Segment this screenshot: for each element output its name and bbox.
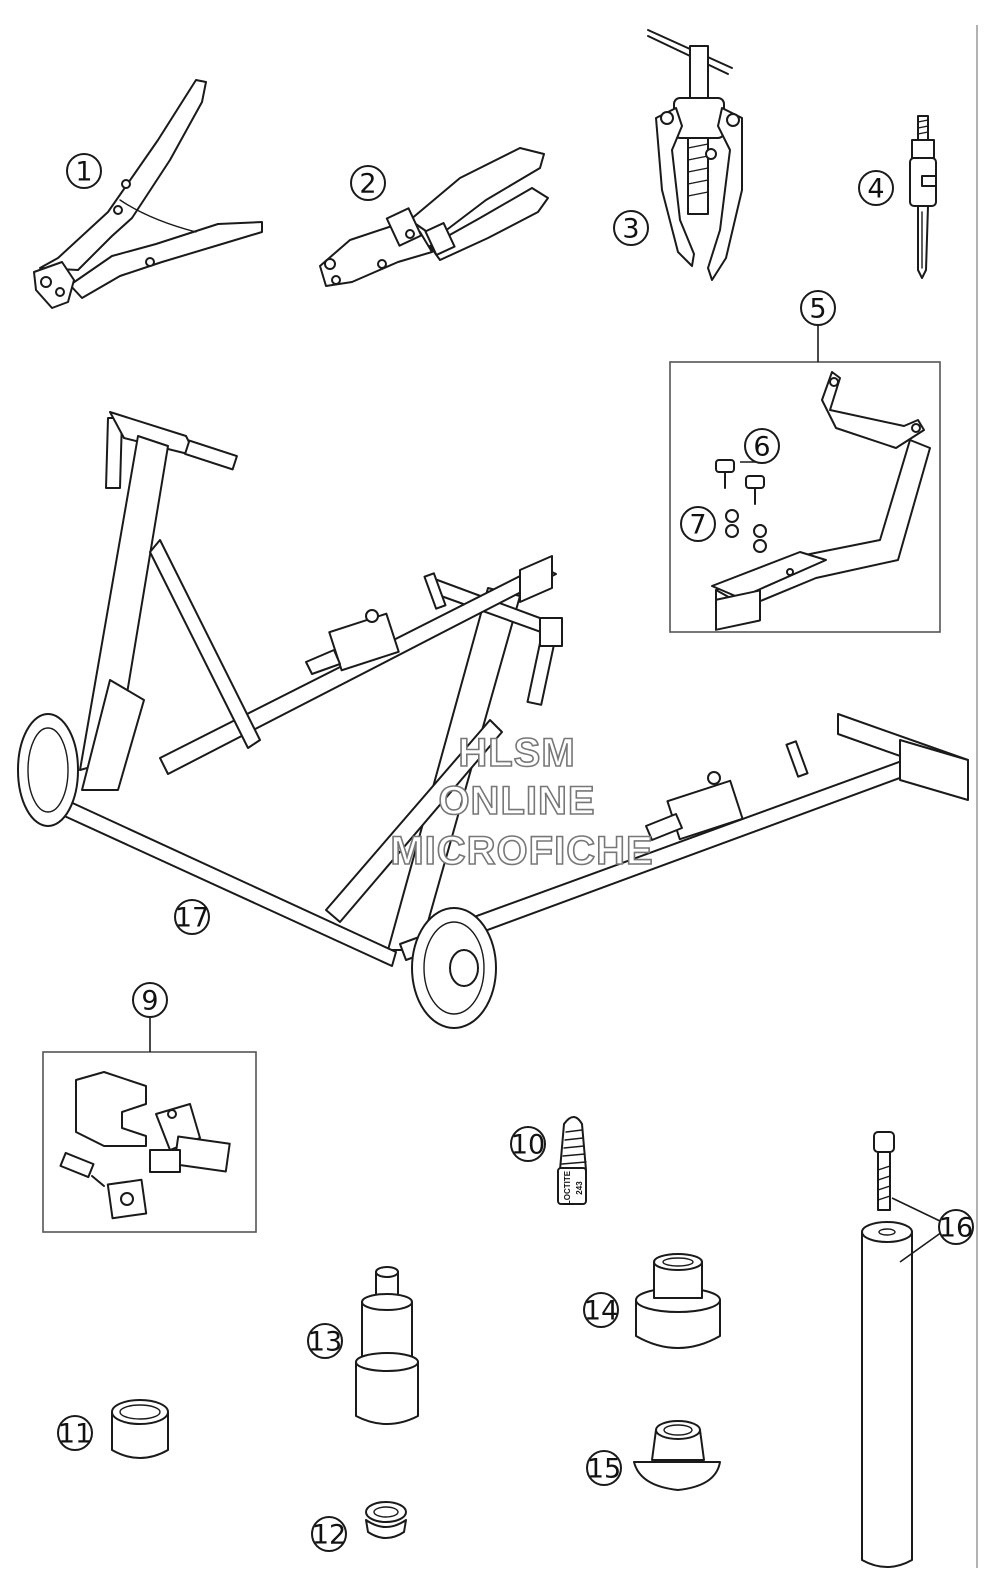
part-15-bearing-driver-small[interactable] bbox=[633, 1420, 721, 1491]
callout-number: 3 bbox=[622, 214, 639, 245]
callout-circle bbox=[57, 1415, 93, 1451]
part-13-mandrel[interactable] bbox=[355, 1266, 419, 1425]
callout-circle bbox=[680, 506, 716, 542]
callout-9: 9 bbox=[132, 982, 168, 1018]
callout-12: 12 bbox=[311, 1516, 347, 1552]
part-5-support-bracket[interactable] bbox=[711, 371, 931, 631]
callout-circle bbox=[586, 1450, 622, 1486]
callout-circle bbox=[938, 1209, 974, 1245]
callout-5: 5 bbox=[800, 290, 836, 326]
callout-2: 2 bbox=[350, 165, 386, 201]
callout-circle bbox=[800, 290, 836, 326]
callout-6: 6 bbox=[744, 428, 780, 464]
callout-number: 15 bbox=[587, 1454, 621, 1485]
callout-circle bbox=[613, 210, 649, 246]
callout-17: 17 bbox=[174, 899, 210, 935]
part-11-bushing[interactable] bbox=[111, 1399, 169, 1459]
callout-circle bbox=[858, 170, 894, 206]
callout-11: 11 bbox=[57, 1415, 93, 1451]
callout-7: 7 bbox=[680, 506, 716, 542]
callout-number: 10 bbox=[511, 1130, 545, 1161]
callout-number: 2 bbox=[359, 169, 376, 200]
callout-3: 3 bbox=[613, 210, 649, 246]
loctite-brand-label: LOCTITE bbox=[563, 1170, 572, 1205]
callout-circle bbox=[744, 428, 780, 464]
part-7-nuts[interactable] bbox=[725, 509, 767, 553]
loctite-number-label: 243 bbox=[575, 1181, 584, 1195]
part-14-bearing-driver[interactable] bbox=[635, 1253, 721, 1349]
part-2-hose-clip-pliers[interactable] bbox=[319, 147, 549, 287]
part-1-hose-clamp-pliers[interactable] bbox=[33, 79, 263, 309]
callout-number: 9 bbox=[141, 986, 158, 1017]
callout-number: 12 bbox=[312, 1520, 346, 1551]
callout-1: 1 bbox=[66, 153, 102, 189]
callout-13: 13 bbox=[307, 1323, 343, 1359]
callout-circle bbox=[583, 1292, 619, 1328]
callout-15: 15 bbox=[586, 1450, 622, 1486]
watermark-line-2: ONLINE bbox=[438, 779, 595, 823]
callout-14: 14 bbox=[583, 1292, 619, 1328]
callout-number: 1 bbox=[75, 157, 92, 188]
callout-number: 7 bbox=[689, 510, 706, 541]
callout-circle bbox=[350, 165, 386, 201]
part-16-shaft-and-bolt[interactable] bbox=[861, 1131, 913, 1568]
callout-4: 4 bbox=[858, 170, 894, 206]
callout-number: 5 bbox=[809, 294, 826, 325]
callout-circle bbox=[132, 982, 168, 1018]
part-4-puller-insert[interactable] bbox=[909, 115, 937, 279]
callout-10: 10 bbox=[510, 1126, 546, 1162]
callout-number: 6 bbox=[753, 432, 770, 463]
callout-circle bbox=[311, 1516, 347, 1552]
part-5-frame-box bbox=[669, 361, 941, 633]
callout-number: 16 bbox=[939, 1213, 973, 1244]
part-6-screws[interactable] bbox=[715, 459, 765, 505]
part-10-loctite-243[interactable]: LOCTITE 243 bbox=[557, 1116, 587, 1205]
callout-circle bbox=[174, 899, 210, 935]
callout-number: 4 bbox=[867, 174, 884, 205]
watermark: HLSM ONLINE MICROFICHE bbox=[390, 730, 654, 874]
watermark-line-1: HLSM bbox=[458, 731, 575, 775]
leader-16b bbox=[899, 1231, 943, 1263]
callout-number: 17 bbox=[175, 903, 209, 934]
callout-circle bbox=[307, 1323, 343, 1359]
callout-number: 14 bbox=[584, 1296, 618, 1327]
leader-16a bbox=[891, 1197, 943, 1223]
part-12-cap[interactable] bbox=[365, 1501, 407, 1539]
part-17-paddock-stand[interactable] bbox=[17, 411, 969, 1029]
watermark-line-3: MICROFICHE bbox=[390, 829, 653, 873]
callout-number: 11 bbox=[58, 1419, 92, 1450]
callout-circle bbox=[510, 1126, 546, 1162]
callout-16: 16 bbox=[938, 1209, 974, 1245]
part-3-gear-puller[interactable] bbox=[647, 29, 743, 281]
callout-circle bbox=[66, 153, 102, 189]
callout-number: 13 bbox=[308, 1327, 342, 1358]
part-9-chain-rivet-tool[interactable] bbox=[59, 1071, 231, 1220]
